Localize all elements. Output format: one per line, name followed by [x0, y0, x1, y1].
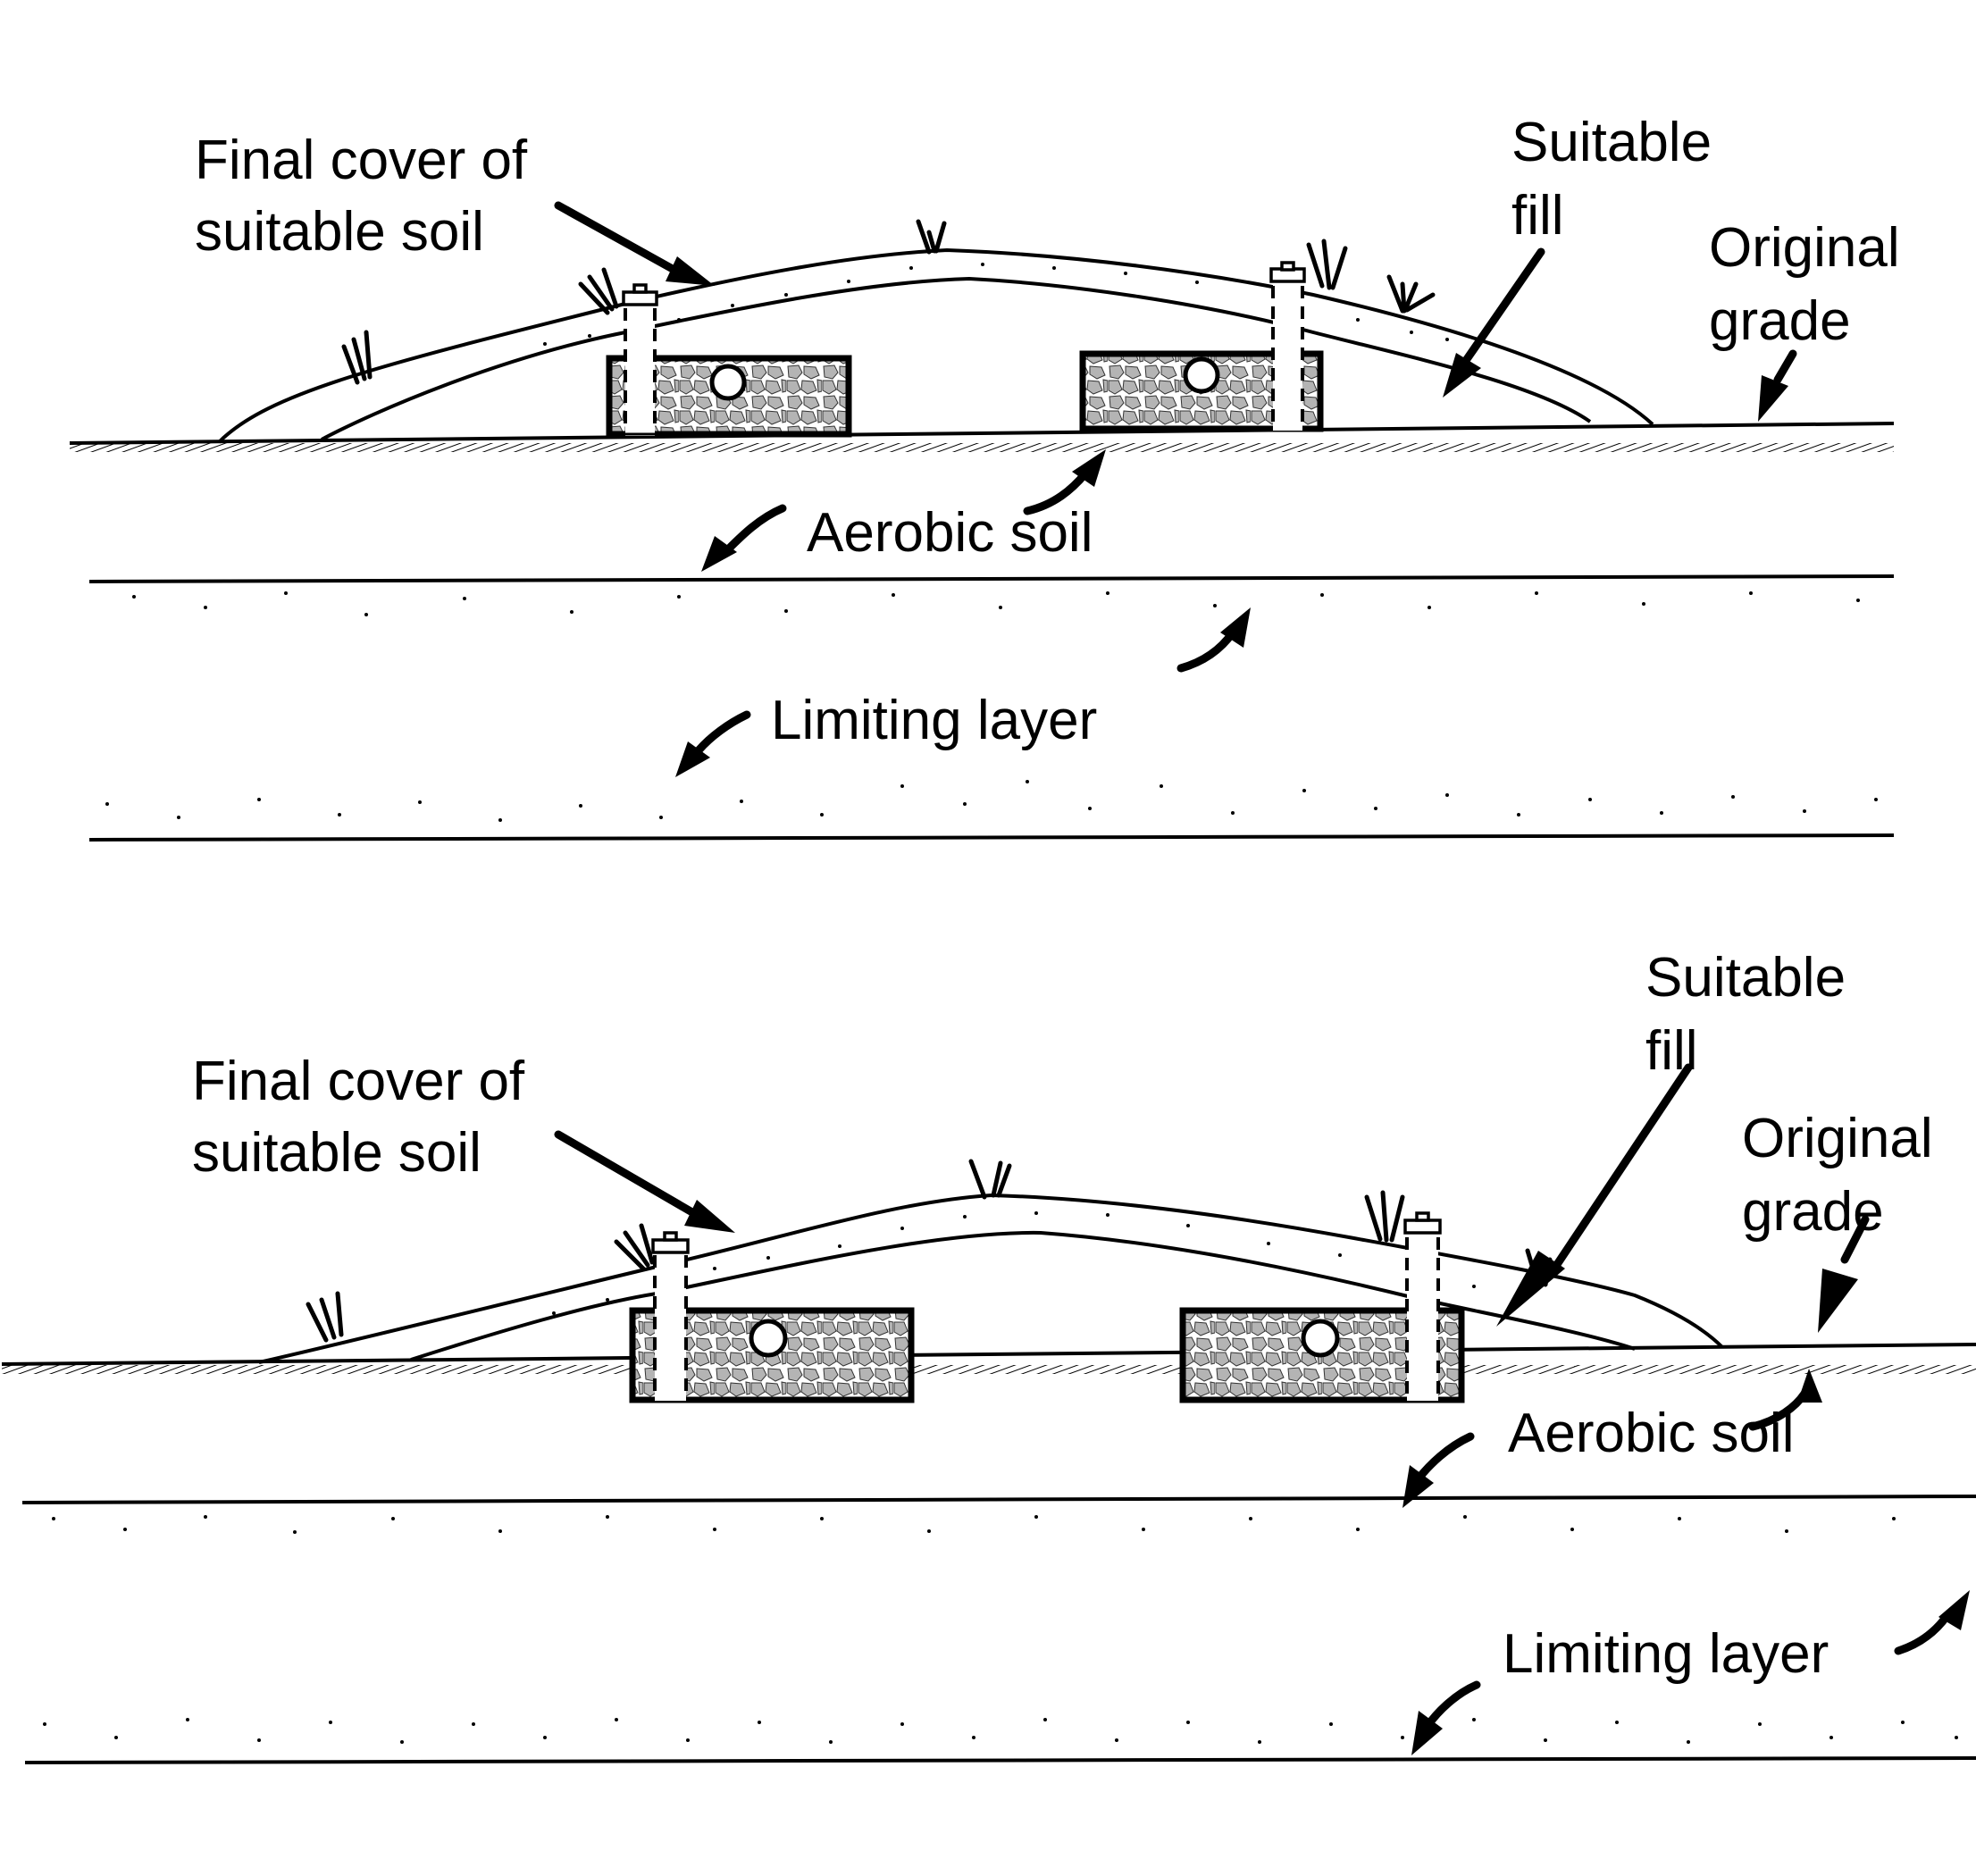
limiting-layer-top-speckle [52, 1515, 1896, 1534]
limiting-layer-speckle [43, 1718, 1958, 1744]
limiting-layer-top-speckle [132, 591, 1860, 616]
label-suitable-fill-line1: Suitable [1511, 112, 1712, 173]
label-final-cover-line2: suitable soil [195, 201, 484, 263]
arrow-final-cover [554, 201, 715, 286]
trench-left [629, 1231, 915, 1403]
arrow-limiting-layer-right [1176, 607, 1251, 673]
distribution-pipe [1301, 1319, 1340, 1358]
label-suitable-fill-line2: fill [1645, 1020, 1698, 1082]
label-limiting-layer: Limiting layer [771, 690, 1097, 751]
label-original-grade-line2: grade [1709, 290, 1851, 352]
arrow-suitable-fill [1443, 247, 1545, 398]
limiting-layer-bottom-line [24, 1756, 1976, 1764]
final-cover-outer-surface [258, 1193, 1724, 1364]
limiting-layer-bottom-line [88, 833, 1895, 842]
label-suitable-fill-line1: Suitable [1645, 947, 1846, 1009]
grass-tufts [341, 219, 1436, 385]
label-original-grade: Original grade [1709, 217, 1915, 352]
label-original-grade: Original grade [1742, 1108, 1948, 1243]
trench-left [606, 283, 852, 438]
trench-right [1079, 261, 1324, 432]
final-cover-inner-surface [321, 276, 1592, 441]
panel-top: Final cover of suitable soil Suitable fi… [69, 112, 1915, 842]
final-cover-outer-surface [217, 247, 1654, 444]
inspection-port [616, 283, 666, 436]
arrow-aerobic-soil-right [1748, 1369, 1822, 1431]
limiting-layer-top-line [88, 574, 1895, 583]
original-grade-hatch [70, 443, 1894, 452]
limiting-layer-speckle [105, 780, 1878, 822]
label-limiting-layer: Limiting layer [1503, 1623, 1829, 1685]
arrow-limiting-layer-left [675, 710, 751, 777]
grass-tufts [306, 1159, 1562, 1343]
arrow-original-grade [1818, 1215, 1870, 1333]
label-final-cover-line1: Final cover of [192, 1051, 525, 1112]
cover-speckle [543, 263, 1449, 346]
label-aerobic-soil: Aerobic soil [1508, 1403, 1794, 1464]
arrow-final-cover [554, 1130, 735, 1233]
final-cover-inner-surface [410, 1230, 1636, 1361]
arrow-original-grade [1758, 349, 1797, 422]
distribution-pipe [709, 364, 747, 401]
original-grade-line [1, 1343, 1976, 1366]
label-suitable-fill: Suitable fill [1511, 112, 1727, 247]
inspection-port [1269, 261, 1306, 431]
arrow-limiting-layer-left [1411, 1680, 1481, 1755]
label-original-grade-line1: Original [1742, 1108, 1933, 1169]
arrow-aerobic-soil-left [701, 504, 787, 572]
label-suitable-fill-line2: fill [1511, 185, 1564, 247]
distribution-pipe [749, 1319, 788, 1358]
original-grade-hatch [2, 1365, 1976, 1374]
arrow-aerobic-soil-right [1023, 449, 1106, 515]
limiting-layer-top-line [21, 1495, 1976, 1504]
label-final-cover-line2: suitable soil [192, 1122, 481, 1184]
arrow-limiting-layer-right [1894, 1590, 1970, 1655]
original-grade-line [69, 422, 1895, 445]
label-final-cover: Final cover of suitable soil [192, 1051, 540, 1184]
label-original-grade-line1: Original [1709, 217, 1900, 279]
label-suitable-fill: Suitable fill [1645, 947, 1861, 1082]
panel-bottom: Final cover of suitable soil Suitable fi… [1, 947, 1976, 1764]
inspection-port [1403, 1211, 1442, 1401]
label-final-cover-line1: Final cover of [195, 130, 528, 191]
label-aerobic-soil: Aerobic soil [807, 502, 1093, 564]
distribution-pipe [1183, 356, 1220, 394]
label-final-cover: Final cover of suitable soil [195, 130, 542, 263]
arrow-aerobic-soil-left [1402, 1432, 1475, 1508]
arrow-suitable-fill [1496, 1063, 1693, 1327]
trench-right [1179, 1211, 1465, 1403]
inspection-port [651, 1231, 690, 1401]
